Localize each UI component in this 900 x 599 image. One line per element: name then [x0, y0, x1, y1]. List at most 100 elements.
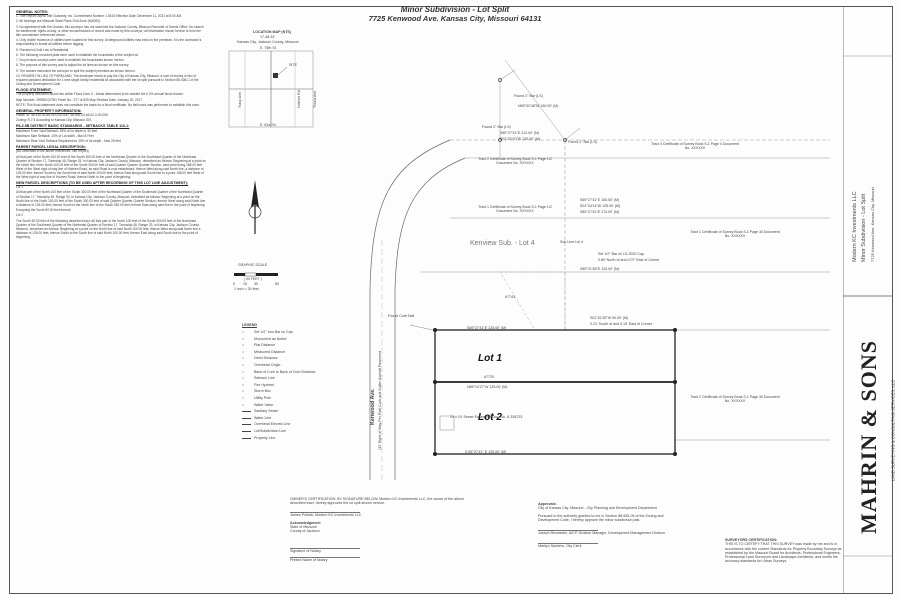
bearing-label: S89°27'41"E 173.00' (M) — [580, 210, 620, 214]
legend-item: ○Measured Distance — [242, 349, 322, 356]
legend-item-label: Monument as Noted — [254, 336, 287, 341]
notes-paragraph: Lot 2 — [16, 213, 24, 218]
legend-item-label: Water Valve — [254, 402, 274, 407]
notes-heading: NEW PARCEL DESCRIPTIONS (TO BE USED AFTE… — [16, 181, 189, 186]
legend-item: ○Set 1/2" Iron Bar w/ Cap — [242, 329, 322, 336]
notes-paragraph: 5. Placement Gold Law a Residential. — [16, 47, 70, 52]
notes-heading: GENERAL NOTES: — [16, 10, 49, 14]
sheet-title: Minor Subdivision - Lot Split — [400, 5, 510, 14]
road-label: Tracy Ave. — [238, 91, 242, 108]
vicinity-map-drawing — [228, 50, 314, 128]
notes-paragraph: 3. No agreement with the Grantor, this s… — [16, 24, 204, 37]
legend-item: Lot/Subdivision Line — [242, 428, 322, 435]
notes-paragraph: 1. Title Report: Alpha Title Guaranty, I… — [16, 14, 183, 19]
road-label: E. 75th St. — [260, 46, 277, 50]
legend-symbol-icon: ○ — [242, 402, 245, 407]
bearing-label: S89°27'41"E 150.00' (M) — [580, 198, 620, 202]
legend-list: ○Set 1/2" Iron Bar w/ Cap○Monument as No… — [242, 329, 322, 441]
legend-item-label: Back of Curb to Back of Curb Distance — [254, 369, 316, 374]
legend-item-label: Overhead Origin — [254, 362, 281, 367]
monument-callout: Set 1/2" Bar w/ LS-2020 Cap — [598, 252, 645, 256]
vicinity-map: LOCATION MAP (NTS) 17-48-33 Kansas City,… — [215, 30, 320, 130]
legend-item: Sanitary Sewer — [242, 408, 322, 415]
notes-paragraph: 6. The following recorded plats were use… — [16, 52, 139, 57]
legend-symbol-icon: ○ — [242, 356, 245, 361]
neighbor-tract: Tract 4 Certificate of Survey Book S-1 P… — [651, 142, 739, 151]
street-detail: (32' Right of Way Per Plat) Curb and Gut… — [378, 350, 382, 450]
legend-item: ○Utility Pole — [242, 395, 322, 402]
site-marker — [273, 73, 278, 78]
notes-paragraph: 10. PAYMENT IN LIEU OF PARKLAND: The dev… — [16, 73, 199, 87]
legend-item: ○ Overhead Origin — [242, 362, 322, 369]
firm-logo: MAHRIN & SONS LAND SURVEYING & CONSULTIN… — [848, 296, 896, 586]
notes-paragraph: 7. No previous surveys were used to esta… — [16, 58, 125, 63]
notes-paragraph: Parcel ID: 48-930-03-65-00-0-00-000, 48-… — [16, 113, 108, 118]
legend-symbol-icon: ○ — [242, 382, 245, 387]
bearing-label: N89°14'27"W 125.00' (M) — [467, 385, 508, 389]
owner-certification: OWNER'S CERTIFICATION: BY SIGNATURE BELO… — [290, 497, 480, 562]
corner-note: 0.89' North of and 0.07' East of Corner — [598, 258, 660, 262]
vicinity-title: LOCATION MAP (NTS) — [253, 30, 291, 34]
legend-symbol-icon — [242, 424, 251, 426]
signature-line — [538, 543, 598, 545]
legend-symbol-icon: ○ — [242, 362, 245, 367]
lot-2-label: Lot 2 — [478, 412, 502, 423]
bearing-label: N89°32'48"W 150.00' (M) — [518, 104, 559, 108]
legend-symbol-icon: ○ — [242, 349, 245, 354]
bearing-label: S01°01'30"W 50.00' (M) — [590, 316, 629, 320]
notes-heading: FLOOD STATEMENT: — [16, 88, 52, 93]
strip-project: Modern KC Investments LLC — [852, 191, 858, 262]
legend-item: Overhead Electric Line — [242, 421, 322, 428]
notary-state: State of Missouri — [290, 525, 317, 530]
notes-paragraph: (As Described in the above referenced Ti… — [16, 149, 89, 154]
legend: LEGEND ○Set 1/2" Iron Bar w/ Cap○Monumen… — [242, 323, 322, 473]
approvals-block: Approvals: City of Kansas City, Missouri… — [538, 502, 668, 549]
approvals-heading: Approvals: — [538, 502, 557, 506]
legend-item: ○ Monument as Noted — [242, 336, 322, 343]
legend-symbol-icon: ○ — [242, 343, 245, 348]
graphic-scale: GRAPHIC SCALE 0 15 30 60 1 inch = 30 fee… — [232, 263, 282, 293]
strip-sheet-address: 7725 Kenwood Ave. Kansas City, Missouri — [870, 187, 875, 262]
strip-sheet-title: Minor Subdivision - Lot Split — [861, 193, 867, 262]
sheet-address: 7725 Kenwood Ave. Kansas City, Missouri … — [368, 14, 542, 23]
site-label: SITE — [289, 63, 297, 67]
legend-symbol-icon: ○ — [242, 395, 245, 400]
monument-callout: Found 2" Bar (LS) — [482, 125, 511, 129]
scale-unit: ( IN FEET ) — [244, 277, 263, 281]
scale-bar — [234, 272, 278, 277]
legend-symbol-icon: ○ — [242, 369, 245, 374]
general-notes: GENERAL NOTES:1. Title Report: Alpha Tit… — [16, 8, 206, 240]
notes-paragraph: 4. Only visible evidence of utilities we… — [16, 38, 202, 47]
bearing-label: S89°27'41"E 212.00' (M) — [500, 131, 540, 135]
bearing-label: S89°27'41"E 125.00' (M) — [467, 326, 507, 330]
legend-symbol-icon: ○ — [242, 336, 245, 341]
legend-item-label: Water Line — [254, 415, 272, 420]
notes-paragraph: Excepting the South 50.00 feet thereof. — [16, 208, 72, 213]
legend-item: ○Storm Box — [242, 388, 322, 395]
lot-1-label: Lot 1 — [478, 353, 502, 364]
bearing-label: S01°02'20"W 130.00' (M) — [500, 137, 541, 141]
signature-line — [290, 557, 360, 559]
monument-callout: Found Curb Nail — [388, 314, 415, 318]
street-name: Kenwood Ave. — [370, 388, 376, 425]
legend-symbol-icon — [242, 437, 251, 439]
legend-symbol-icon — [242, 430, 251, 432]
notes-heading: PARENT PARCEL LEGAL DESCRIPTION: — [16, 145, 86, 150]
north-arrow-icon — [248, 180, 262, 234]
signature-line — [538, 530, 598, 532]
notes-paragraph: All that part of the North 100 feet of t… — [16, 190, 206, 207]
approving-official: Joseph Rexwinkle, AICP, Division Manager… — [538, 531, 665, 536]
bearing-label: S89°21'48"E 125.00' (M) — [580, 267, 620, 271]
acknowledgment-heading: Acknowledgment: — [290, 520, 321, 525]
monument-callout: Found 2" Bar (LS) — [514, 94, 543, 98]
notes-paragraph: Maximum Front Yard Setback: 25% of lot d… — [16, 128, 98, 133]
legend-item: Property Line — [242, 435, 322, 442]
legend-symbol-icon: ○ — [242, 376, 245, 381]
legend-item: ○Setback Line — [242, 375, 322, 382]
notes-paragraph: Maximum Rear Yard Setback Requirement: 2… — [16, 139, 121, 144]
sheet-frame — [9, 6, 893, 594]
neighbor-tract: Tract 2 Certificate of Survey Book S-1 P… — [690, 395, 780, 404]
lot-1-boundary — [434, 329, 676, 383]
notes-paragraph: Zoning: R-7.5 According to Kansas City, … — [16, 118, 92, 123]
